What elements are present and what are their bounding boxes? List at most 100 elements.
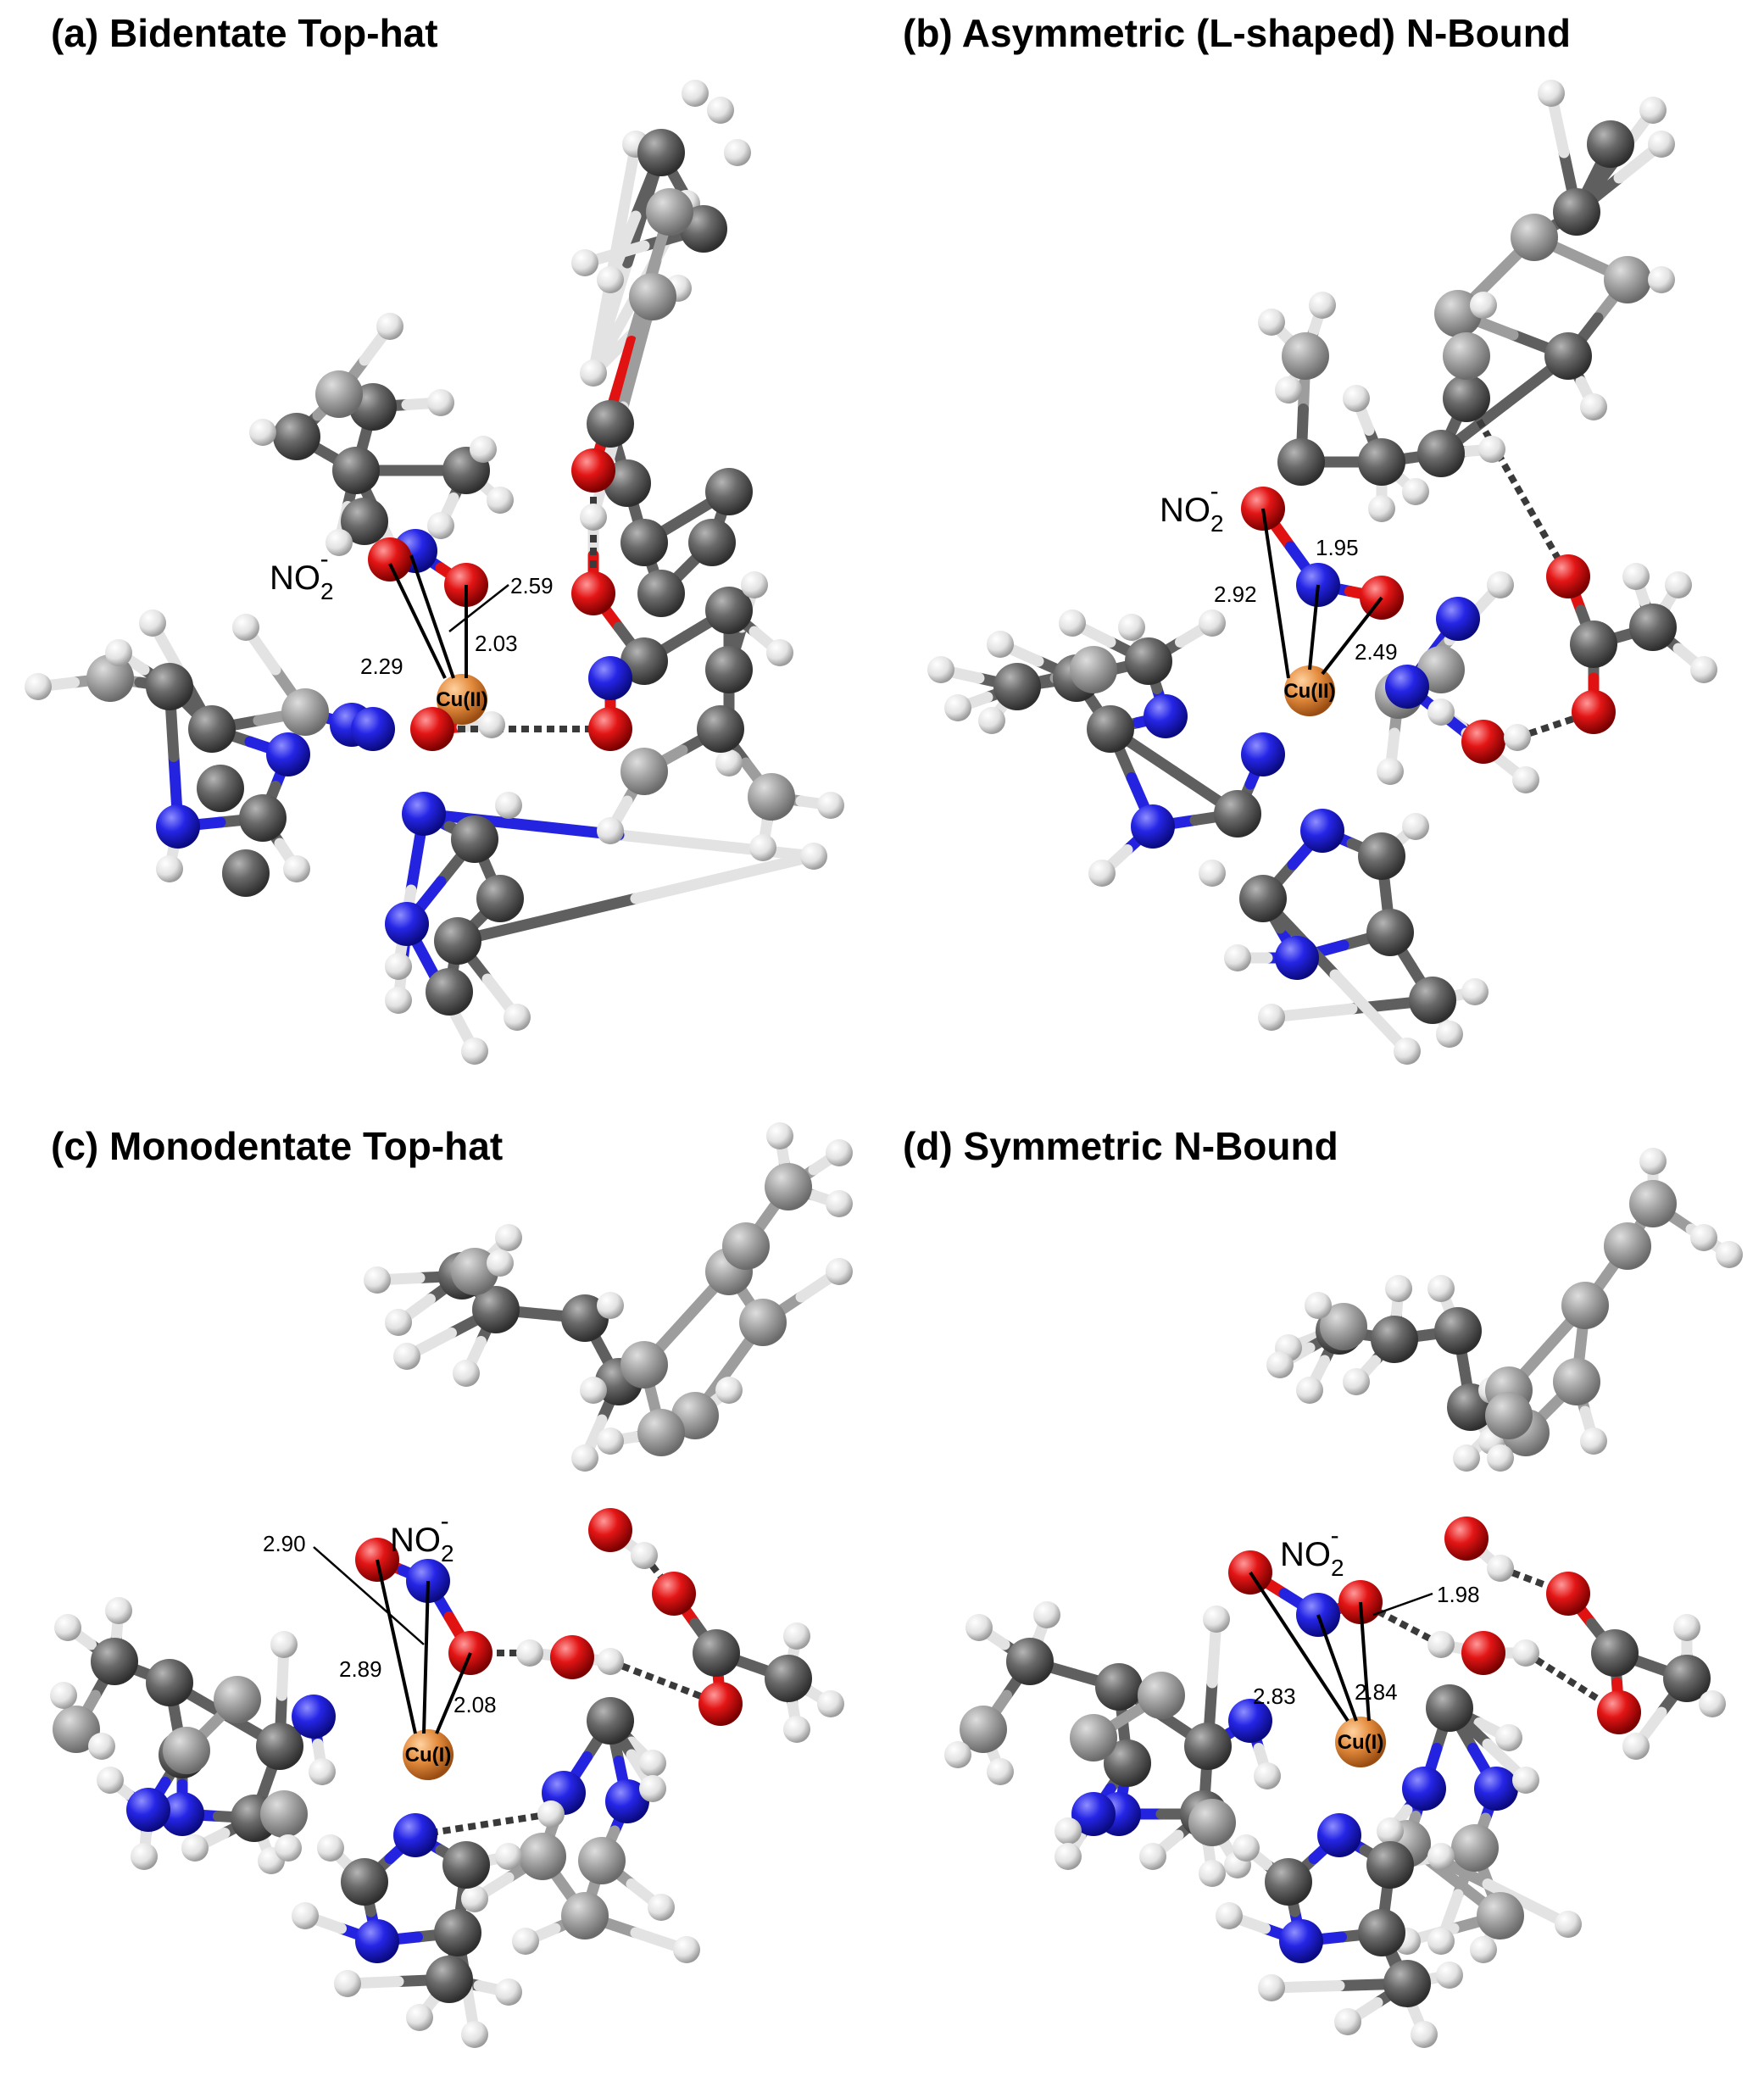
hydrogen-atom — [1258, 1974, 1285, 2001]
oxygen-atom — [1461, 720, 1505, 764]
distance-leader-line — [313, 1546, 425, 1645]
hydrogen-atom — [487, 1249, 514, 1277]
hydrogen-atom — [364, 1266, 391, 1294]
hydrogen-bond — [609, 1658, 722, 1707]
carbon-atom — [442, 1841, 490, 1889]
carbon-atom — [1282, 332, 1329, 380]
cu-n-distance-line — [1316, 1614, 1358, 1722]
hydrogen-bond — [1359, 1599, 1443, 1648]
hydrogen-atom — [461, 1038, 488, 1065]
hydrogen-atom — [597, 1428, 624, 1455]
hydrogen-atom — [1699, 1690, 1726, 1717]
hydrogen-atom — [1665, 571, 1692, 598]
hydrogen-atom — [1690, 656, 1717, 683]
carbon-atom — [561, 1294, 609, 1342]
hydrogen-atom — [232, 614, 259, 641]
carbon-atom — [256, 1722, 303, 1770]
oxygen-atom — [698, 1682, 743, 1726]
hydrogen-atom — [1394, 1038, 1421, 1065]
hydrogen-atom — [826, 1139, 853, 1166]
carbon-atom — [1070, 1714, 1117, 1761]
carbon-atom — [281, 688, 329, 736]
hydrogen-atom — [1296, 1377, 1323, 1404]
hydrogen-atom — [1622, 563, 1650, 590]
hydrogen-atom — [766, 1122, 793, 1149]
nitrogen-atom — [1317, 1813, 1361, 1857]
copper-atom — [1335, 1717, 1386, 1767]
panel-a-atoms — [25, 80, 844, 1065]
hydrogen-atom — [944, 1741, 971, 1768]
carbon-atom — [426, 1956, 473, 2003]
hydrogen-atom — [495, 792, 522, 819]
hydrogen-atom — [385, 953, 412, 980]
hydrogen-atom — [181, 1834, 209, 1862]
oxygen-atom — [1461, 1631, 1505, 1675]
hydrogen-atom — [927, 656, 954, 683]
hydrogen-atom — [139, 609, 166, 637]
carbon-atom — [1138, 1672, 1185, 1719]
bond — [630, 850, 820, 904]
hydrogen-atom — [25, 673, 52, 700]
hydrogen-atom — [1055, 1817, 1082, 1845]
hydrogen-atom — [639, 1750, 666, 1777]
carbon-atom — [1443, 332, 1490, 380]
carbon-atom — [620, 1341, 668, 1389]
hydrogen-atom — [1368, 495, 1395, 522]
hydrogen-atom — [1258, 1004, 1285, 1031]
hydrogen-atom — [1385, 1275, 1412, 1302]
carbon-atom — [1184, 1722, 1232, 1770]
hydrogen-atom — [741, 571, 768, 598]
hydrogen-atom — [1673, 1614, 1700, 1641]
nitrogen-atom — [351, 707, 395, 751]
hydrogen-atom — [987, 1758, 1014, 1785]
panel-d-distance-label: 1.98 — [1437, 1582, 1480, 1607]
hydrogen-atom — [385, 1309, 412, 1336]
carbon-atom — [646, 188, 693, 236]
carbon-atom — [697, 705, 744, 753]
hydrogen-atom — [427, 512, 454, 539]
hydrogen-atom — [1427, 1928, 1455, 1955]
hydrogen-atom — [406, 2004, 433, 2031]
hydrogen-atom — [1487, 571, 1514, 598]
carbon-atom — [146, 1659, 193, 1706]
cu-n-distance-line — [422, 1580, 430, 1734]
nitrogen-atom — [156, 804, 200, 849]
nitrogen-atom — [1241, 732, 1285, 776]
hydrogen-atom — [1199, 1860, 1226, 1887]
bond — [609, 138, 642, 264]
hydrogen-atom — [1622, 1733, 1650, 1760]
carbon-atom — [1417, 430, 1465, 477]
carbon-atom — [434, 1909, 481, 1956]
carbon-atom — [637, 1409, 685, 1456]
nitrogen-atom — [1402, 1767, 1446, 1811]
carbon-atom — [1006, 1638, 1054, 1685]
hydrogen-atom — [817, 792, 844, 819]
hydrogen-atom — [275, 1834, 302, 1862]
hydrogen-atom — [1309, 292, 1336, 319]
hydrogen-atom — [944, 694, 971, 721]
oxygen-atom — [1572, 690, 1616, 734]
panel-d-metal-label: Cu(I) — [1338, 1731, 1384, 1754]
carbon-atom — [620, 748, 668, 795]
carbon-atom — [1358, 832, 1405, 880]
oxygen-atom — [588, 707, 632, 751]
panel-d-ligand-label: NO2- — [1280, 1522, 1344, 1581]
carbon-atom — [993, 663, 1041, 710]
carbon-atom — [1366, 909, 1414, 956]
cu-o-distance-line — [1321, 596, 1383, 676]
panel-c-distance-label: 2.90 — [263, 1531, 306, 1556]
carbon-atom — [214, 1676, 261, 1723]
hydrogen-atom — [1427, 1631, 1455, 1658]
nitrogen-atom — [1131, 804, 1175, 849]
panel-d-distance-label: 2.83 — [1253, 1684, 1296, 1709]
hydrogen-atom — [1580, 1428, 1607, 1455]
panel-c-metal-label: Cu(I) — [405, 1744, 452, 1767]
hydrogen-atom — [105, 1597, 132, 1624]
carbon-atom — [1426, 1684, 1473, 1732]
copper-atom — [1284, 665, 1335, 716]
bond — [418, 808, 625, 841]
hydrogen-atom — [156, 855, 183, 882]
hydrogen-atom — [749, 834, 776, 861]
panel-d-title: (d) Symmetric N-Bound — [903, 1124, 1338, 1168]
nitrogen-atom — [1144, 694, 1188, 738]
